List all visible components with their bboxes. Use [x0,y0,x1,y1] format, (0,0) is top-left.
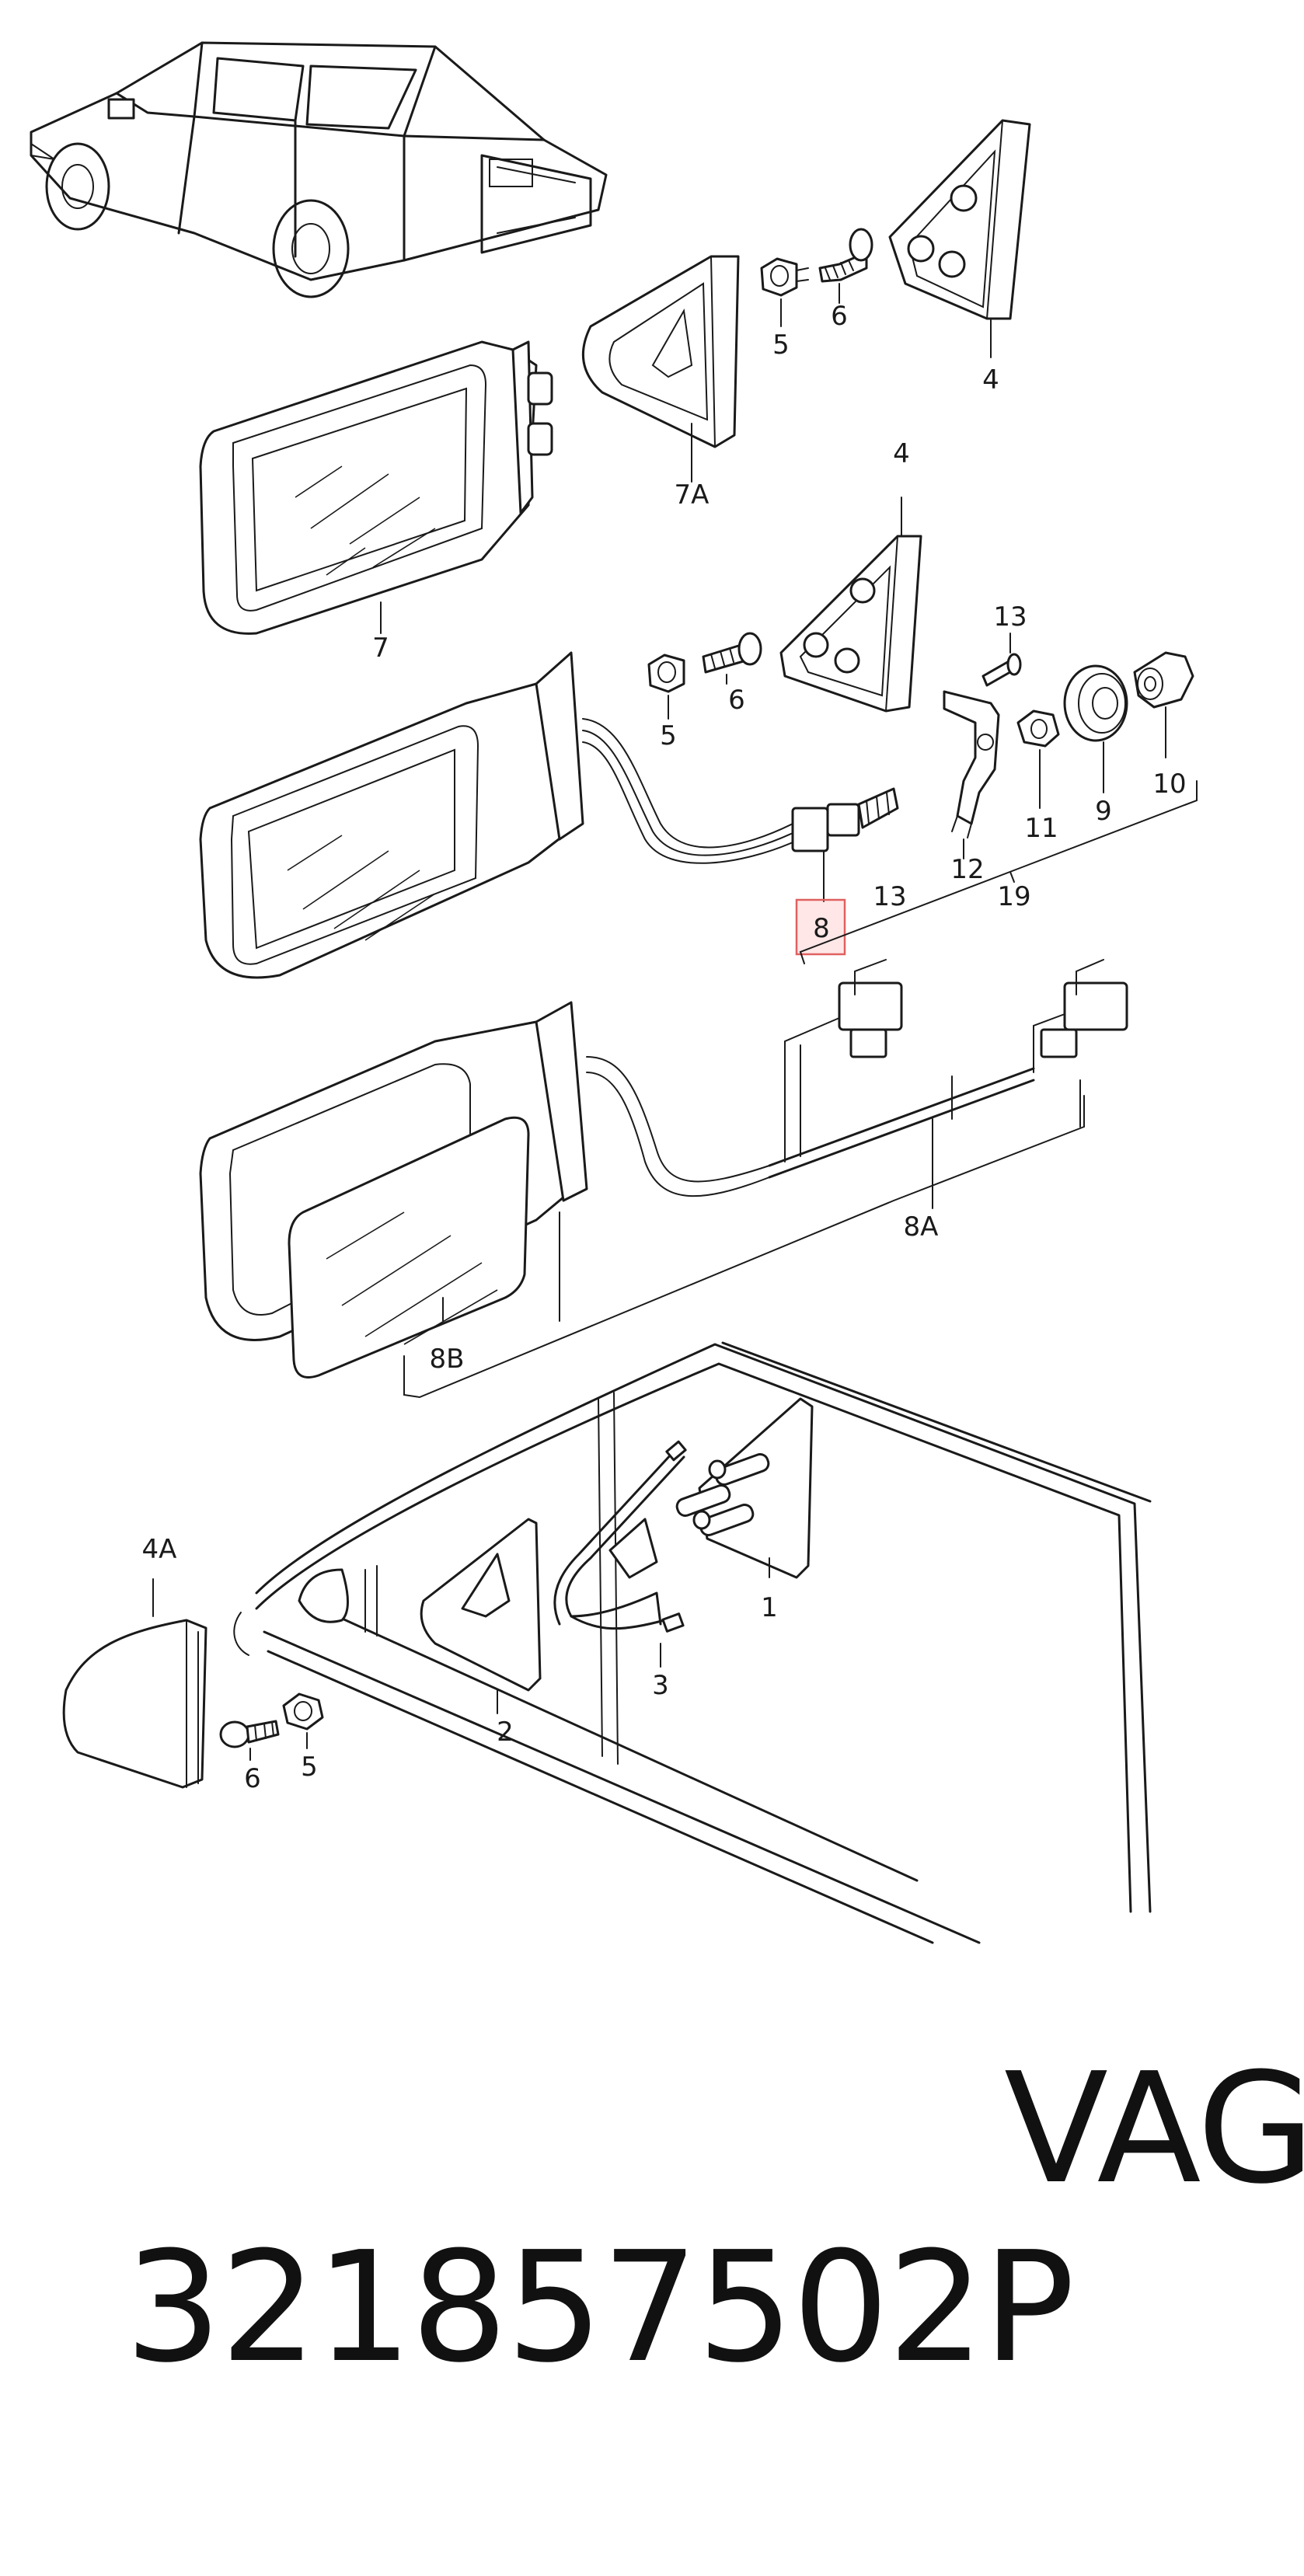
car-illustration [30,41,608,298]
brand-label: VAG [1004,2041,1304,2218]
callout-8a: 8A [904,1211,939,1243]
grommet-9 [1063,664,1128,742]
callout-7: 7 [372,633,389,664]
screw-6-mid [702,632,762,674]
inner-trim-plate-4-mid [779,535,922,713]
screw-6-top [818,228,873,283]
part-number: 321857502P [124,2219,1076,2396]
nut-5-bottom [282,1692,324,1731]
highlight-callout-8 [795,898,846,956]
group-bracket-8a [403,1095,1085,1399]
callout-2: 2 [497,1717,514,1748]
callout-8b: 8B [430,1344,465,1375]
callout-6-mid: 6 [728,685,745,716]
callout-7a: 7A [675,479,710,511]
mirror-assembly-8 [199,651,899,979]
callout-4-mid: 4 [893,438,910,469]
callout-19: 19 [997,881,1030,912]
callout-9: 9 [1095,796,1112,827]
callout-11: 11 [1024,813,1058,844]
nut-5-mid [647,654,685,693]
callout-4a: 4A [142,1534,177,1565]
callout-10: 10 [1152,769,1186,800]
callout-5-mid: 5 [660,720,677,751]
door-frame [233,1341,1152,1944]
part-number-footer: 321857502P VAG [31,2040,1304,2396]
screw-6-bottom [219,1720,280,1748]
callout-6-top: 6 [831,301,848,332]
callout-13-mid: 13 [873,881,906,912]
bracket-12 [943,690,1000,838]
group-bracket-19 [799,780,1198,964]
mirror-cover-7a [581,255,740,448]
callout-4-top: 4 [982,364,999,396]
seal-3 [553,1440,687,1633]
nut-5-top [760,257,809,297]
callout-5-bottom: 5 [301,1752,318,1783]
mirror-base-plate-1 [675,1397,814,1579]
grommet-10 [1133,651,1194,709]
mirror-glass-8b [288,1116,530,1379]
callout-12: 12 [950,854,984,885]
callout-1: 1 [761,1592,778,1623]
callout-5-top: 5 [772,329,790,361]
callout-8: 8 [813,913,830,944]
callout-6-bottom: 6 [244,1763,261,1794]
nut-11 [1016,709,1060,748]
mirror-cover-4a [62,1619,207,1789]
callout-3: 3 [652,1670,669,1701]
mirror-assembly-7 [199,340,553,635]
exploded-parts-diagram: 5 6 4 7A 7 4 13 5 6 11 9 10 12 13 19 8 8… [30,41,1198,1944]
door-cover-plate-2 [420,1518,542,1692]
screw-13 [981,653,1022,687]
callout-13-top: 13 [993,601,1027,633]
inner-trim-plate-4-top [888,119,1031,320]
